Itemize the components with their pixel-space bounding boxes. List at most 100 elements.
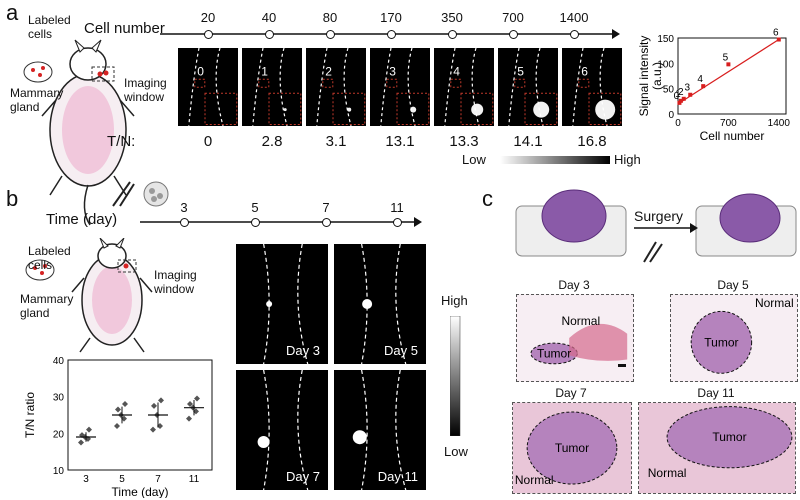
intensity-colorbar-a [500,156,610,164]
fluorescence-image-b: Day 3 [236,244,328,364]
timeline-node [204,30,213,39]
fluorescence-image-a: 1 [242,48,302,126]
data-point [122,401,128,407]
fluorescence-image-a: 5 [498,48,558,126]
x-tick-label: 11 [189,474,200,485]
histology-day-label: Day 11 [697,386,735,400]
histology-image: Tumor Normal [516,294,634,382]
x-tick-label: 3 [83,474,89,485]
timeline-node [265,30,274,39]
y-tick-label: 20 [53,429,65,440]
fluorescence-image-b: Day 7 [236,370,328,490]
surgery-label: Surgery [634,208,684,224]
mammary-gland-label-b: Mammary gland [20,292,74,320]
imaging-window-label-b: Imaging window [154,268,197,296]
day-image-label: Day 3 [286,343,320,358]
tumor-label: Tumor [555,441,589,455]
panel-c-letter: c [482,186,493,211]
colorbar-b-low-label: Low [444,444,468,459]
tn-label: T/N: [107,133,136,150]
tn-value: 14.1 [513,133,543,150]
x-axis-label: Cell number [700,129,765,143]
point-label: 5 [723,52,729,63]
histology-day-label: Day 3 [558,278,590,292]
colorbar-high-label: High [614,152,641,167]
cell-number-tick: 170 [380,10,402,25]
point-label: 3 [684,83,690,94]
day-tick: 7 [322,200,330,215]
timeline-node [326,30,335,39]
cell-number-label: Cell number [84,20,165,37]
y-axis-label: Signal intensity(a.u.) [637,36,664,117]
point-label: 6 [773,28,779,39]
timeline-node [251,218,260,227]
labeled-cells-label-a: Labeled cells [28,13,71,41]
labeled-cells-label-b: Labeled cells [28,244,71,272]
svg-text:(a.u.): (a.u.) [650,62,664,90]
cell-number-tick: 40 [261,10,277,25]
colorbar-b-high-label: High [441,293,468,308]
time-day-label: Time (day) [46,211,118,228]
y-tick-label: 0 [668,110,674,121]
day-image-label: Day 11 [377,469,418,484]
point-label: 4 [697,74,703,85]
x-tick-label: 700 [720,118,737,129]
scale-bar [618,364,626,367]
data-point [151,402,157,409]
point-label: 0 [674,91,680,102]
fluorescence-image-a: 2 [306,48,366,126]
normal-label: Normal [515,473,554,487]
fluorescence-image-b: Day 5 [334,244,426,364]
fluorescence-image-a: 0 [178,48,238,126]
fluorescence-image-a: 4 [434,48,494,126]
svg-text:4: 4 [453,64,460,78]
svg-text:3: 3 [389,64,396,78]
day-tick: 5 [251,200,259,215]
y-tick-label: 40 [53,356,65,367]
tumor-label: Tumor [704,335,738,349]
data-point [121,415,127,422]
tumor-label: Tumor [537,346,571,360]
data-point [688,92,693,97]
timeline-node [322,218,331,227]
tn-value: 2.8 [261,133,283,150]
cell-number-tick: 1400 [559,10,589,25]
normal-label: Normal [648,466,687,480]
cell-number-tick: 350 [441,10,463,25]
panel-b-letter: b [6,186,19,211]
tn-value: 13.3 [449,133,479,150]
tn-value: 0 [203,133,213,150]
data-point [681,96,686,101]
y-axis-label: T/N ratio [23,392,37,438]
svg-text:5: 5 [517,64,524,78]
timeline-node [509,30,518,39]
svg-text:Signal intensity: Signal intensity [637,36,651,117]
normal-label: Normal [561,314,600,328]
cell-number-tick: 80 [322,10,338,25]
timeline-node [387,30,396,39]
svg-text:0: 0 [197,64,204,78]
mouse-illustration-a [23,39,135,226]
panel-a-letter: a [6,0,19,25]
y-tick-label: 30 [53,393,65,404]
data-point [677,100,682,105]
point-label: 2 [678,87,684,98]
data-point [150,426,156,433]
trend-line [677,39,780,105]
fluorescence-image-b: Day 11 [334,370,426,490]
histology-day-label: Day 5 [717,278,749,292]
timeline-node [393,218,402,227]
mammary-gland-label-a: Mammary gland [10,86,64,114]
normal-label: Normal [755,296,794,310]
svg-text:1: 1 [261,64,268,78]
mouse-illustration-b [25,238,153,353]
data-point [115,406,121,413]
data-point [776,37,781,42]
y-tick-label: 50 [663,85,675,96]
fluorescence-image-a: 6 [562,48,622,126]
cell-number-timeline [160,29,620,39]
data-point [701,84,706,89]
